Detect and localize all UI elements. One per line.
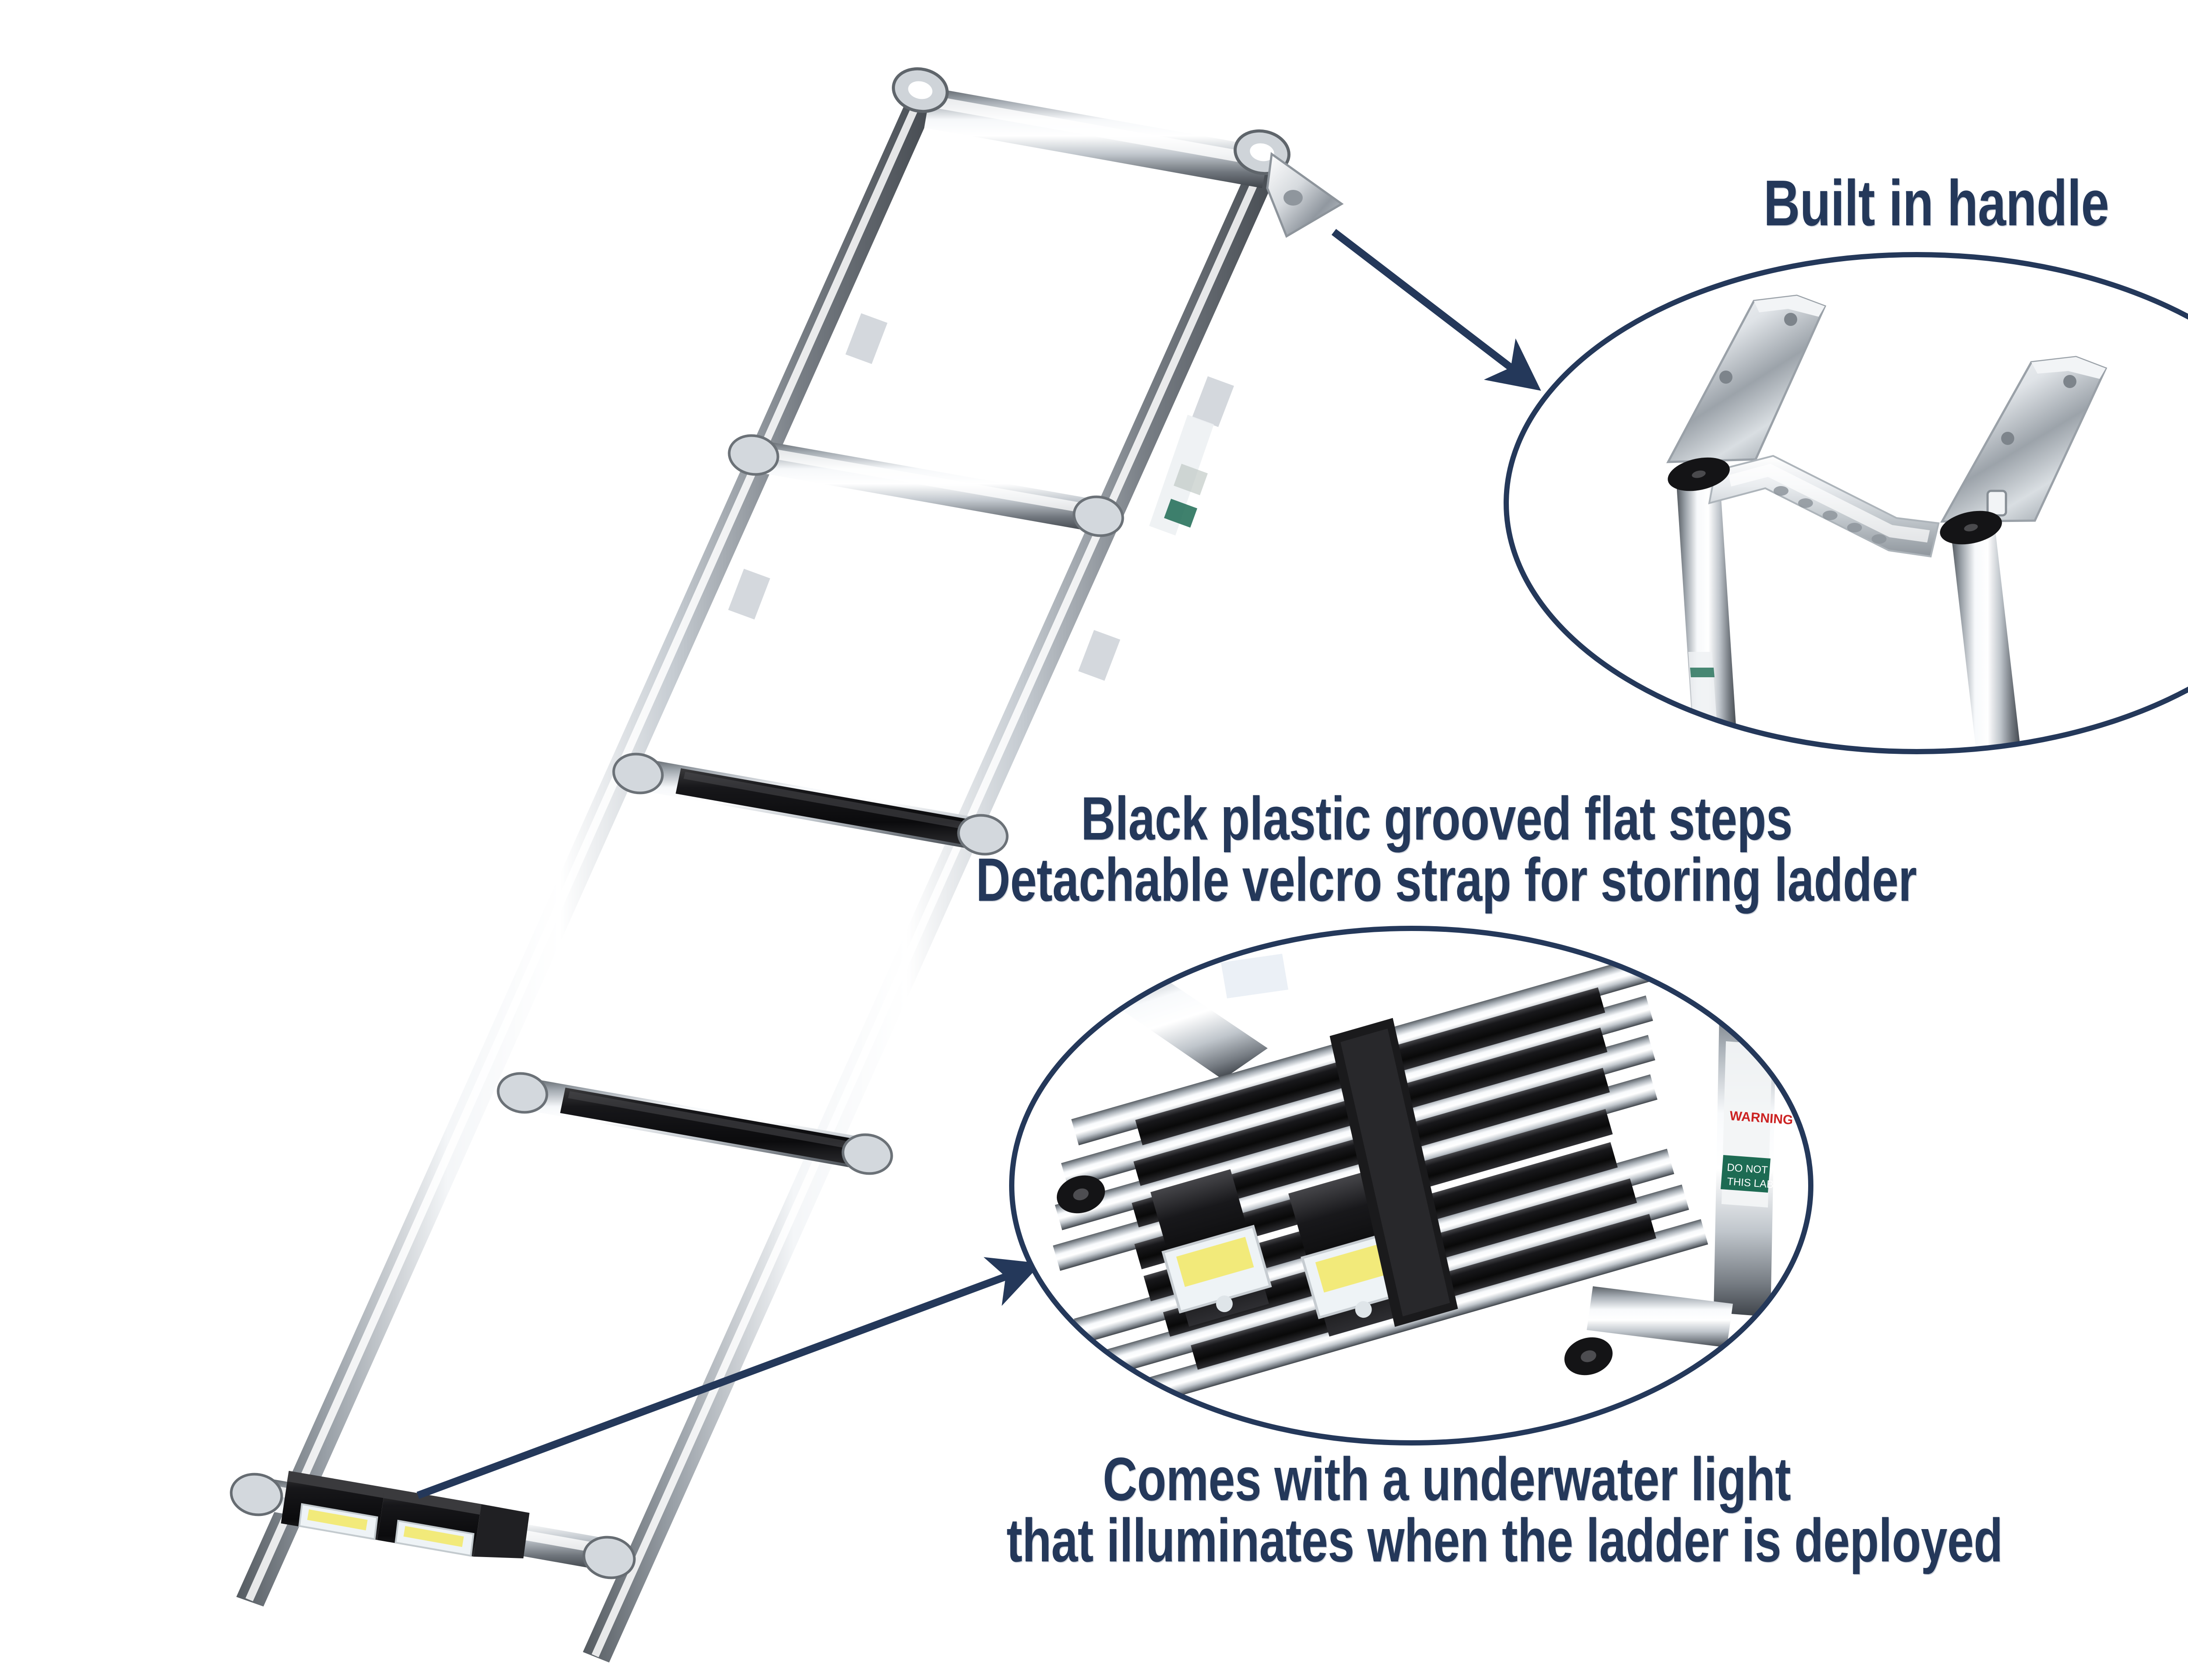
underwater-led-housing-1 [281, 1471, 385, 1540]
caption-steps-line2: Detachable velcro strap for storing ladd… [976, 845, 1917, 914]
ladder-rung-1 [728, 434, 1124, 537]
ladder-top-crossbar [924, 88, 1270, 188]
caption-light-line1: Comes with a underwater light [1103, 1445, 1791, 1513]
underwater-led-housing-2 [377, 1488, 481, 1557]
bottom-right-eyelet [582, 1536, 636, 1579]
velcro-strap [1329, 1018, 1458, 1327]
top-right-eyelet [1234, 129, 1290, 175]
rail-joint-sleeves [728, 313, 1234, 681]
ladder-bottom-crossbar [259, 1478, 606, 1570]
bottom-bar-end-cap [473, 1504, 529, 1558]
top-left-eyelet [892, 67, 949, 113]
ladder-step-2 [612, 752, 1009, 856]
arrow-to-handle-inset [1331, 229, 1541, 391]
arrow-to-light-inset [417, 1257, 1041, 1499]
do-not-remove-line2: THIS LABEL [1727, 1176, 1787, 1191]
handle-inset-photo [1506, 255, 2188, 752]
led-light-2 [1301, 1230, 1411, 1320]
handle-inset-ring [1504, 252, 2188, 754]
led-light-1 [1161, 1225, 1272, 1314]
warning-word: WARNING [1729, 1109, 1794, 1127]
light-inset-photo: WARNING DO NOT REMOVE THIS LABEL [1012, 928, 1816, 1443]
ladder-left-rail [236, 82, 940, 1606]
light-inset-ring [1009, 926, 1813, 1446]
bottom-left-eyelet [230, 1473, 283, 1516]
warning-label-rail: WARNING DO NOT REMOVE THIS LABEL [1221, 954, 1816, 1317]
ladder-rung-upper-mid [691, 599, 1043, 682]
caption-steps-line1: Black plastic grooved flat steps [1081, 784, 1793, 853]
ladder-step-3 [497, 1072, 893, 1175]
main-ladder-warning-label [1149, 415, 1214, 536]
caption-light-line2: that illuminates when the ladder is depl… [1006, 1506, 2003, 1575]
do-not-remove-line1: DO NOT REMOVE [1727, 1162, 1816, 1180]
caption-built-in-handle: Built in handle [1764, 167, 2109, 239]
ladder-top-mounting-bracket [1266, 152, 1344, 238]
